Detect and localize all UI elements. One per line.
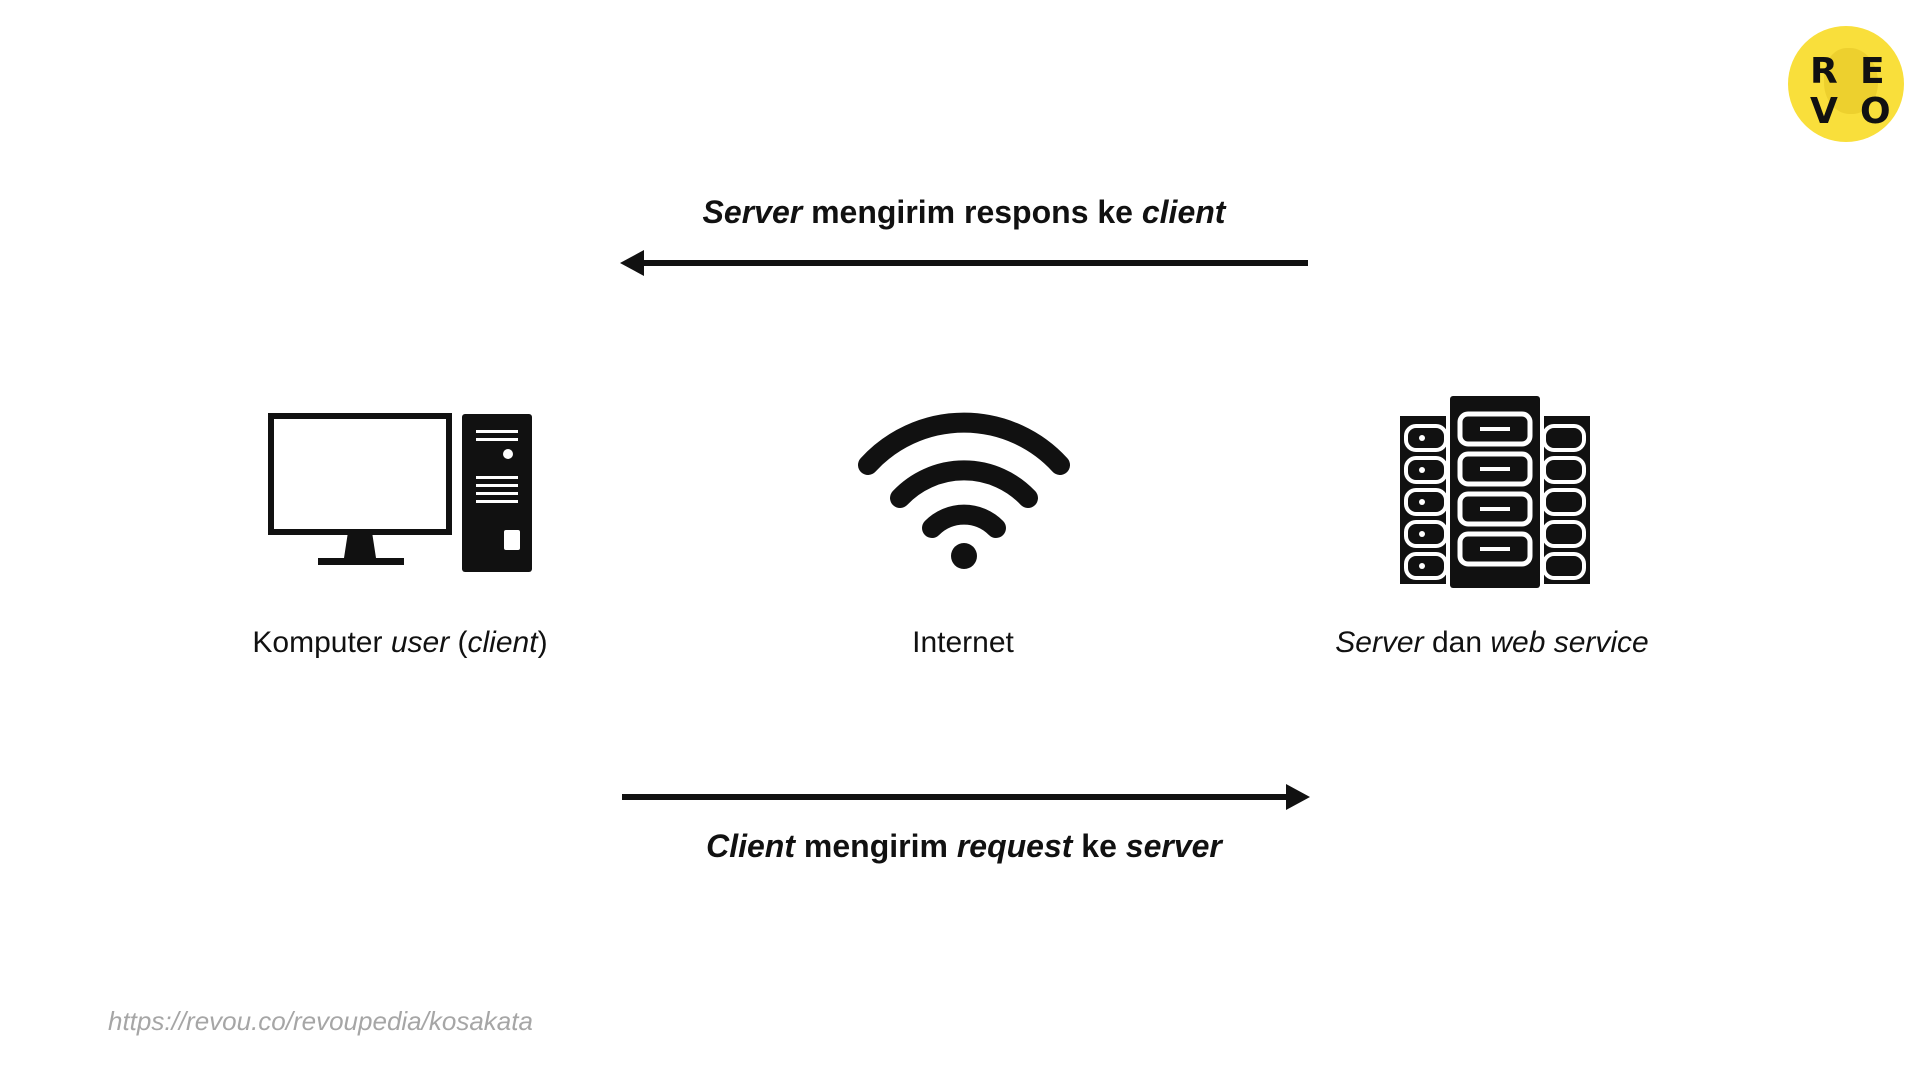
tower-slot <box>476 430 518 433</box>
wifi-icon <box>858 412 1070 569</box>
request-arrow <box>622 784 1310 810</box>
rack-unit <box>1542 424 1586 452</box>
rack-led <box>1419 435 1425 441</box>
rack-unit <box>1404 552 1448 580</box>
rack-led <box>1419 499 1425 505</box>
response-caption: Server mengirim respons ke client <box>514 194 1414 231</box>
rack-unit <box>1404 424 1448 452</box>
label-text: ( <box>449 626 468 659</box>
caption-text: mengirim respons ke <box>802 194 1142 230</box>
monitor-base <box>318 558 404 565</box>
tower-vent <box>476 476 518 479</box>
desktop-computer-icon <box>268 413 532 572</box>
rack-bar <box>1480 427 1510 431</box>
rack-unit <box>1457 411 1533 447</box>
caption-term: Server <box>702 194 803 230</box>
label-term: Server <box>1335 626 1424 659</box>
caption-text: ke <box>1072 828 1126 864</box>
revo-logo: R E V O <box>1788 26 1904 142</box>
label-term: user <box>390 626 450 659</box>
logo-letter: O <box>1860 91 1891 132</box>
caption-text: mengirim <box>795 828 957 864</box>
logo-letter: V <box>1810 91 1838 132</box>
caption-term: request <box>956 828 1073 864</box>
rack-unit <box>1542 488 1586 516</box>
label-text: ) <box>537 626 548 659</box>
rack-unit <box>1404 520 1448 548</box>
wifi-dot <box>951 543 977 569</box>
rack-unit <box>1542 520 1586 548</box>
wifi-arc <box>890 460 1038 508</box>
rack-unit <box>1404 456 1448 484</box>
rack-unit <box>1457 531 1533 567</box>
rack-unit <box>1404 488 1448 516</box>
tower-vent <box>476 492 518 495</box>
monitor-neck <box>344 532 376 558</box>
rack-led <box>1419 531 1425 537</box>
rack-led <box>1419 563 1425 569</box>
logo-blob <box>1824 48 1878 114</box>
rack-unit <box>1457 451 1533 487</box>
tower-slot <box>476 438 518 441</box>
source-url: https://revou.co/revoupedia/kosakata <box>108 1006 533 1036</box>
rack-unit <box>1542 456 1586 484</box>
rack-unit <box>1542 552 1586 580</box>
internet-label: Internet <box>912 626 1014 659</box>
rack-bar <box>1480 547 1510 551</box>
tower-vent <box>476 484 518 487</box>
tower-power-led <box>503 449 513 459</box>
response-arrow <box>620 250 1308 276</box>
wifi-arc <box>922 504 1006 538</box>
monitor-screen <box>268 413 452 535</box>
logo-letter: R <box>1810 51 1838 92</box>
rack-led <box>1419 467 1425 473</box>
caption-term: Client <box>706 828 795 864</box>
server-rack-icon <box>1400 396 1590 588</box>
request-caption: Client mengirim request ke server <box>514 828 1414 865</box>
tower-vent <box>476 500 518 503</box>
client-label: Komputer user (client) <box>150 626 650 660</box>
label-term: client <box>467 626 538 659</box>
label-text: Komputer <box>252 626 391 659</box>
server-label: Server dan web service <box>1242 626 1742 660</box>
arrow-head-right <box>1286 784 1310 810</box>
tower-drive <box>504 530 520 550</box>
rack-unit <box>1457 491 1533 527</box>
rack-bar <box>1480 467 1510 471</box>
logo-letter: E <box>1860 51 1885 92</box>
label-term: web service <box>1490 626 1649 659</box>
caption-term: server <box>1125 828 1222 864</box>
arrow-head-left <box>620 250 644 276</box>
caption-term: client <box>1141 194 1226 230</box>
label-text: dan <box>1423 626 1491 659</box>
wifi-arc <box>858 412 1070 475</box>
rack-bar <box>1480 507 1510 511</box>
